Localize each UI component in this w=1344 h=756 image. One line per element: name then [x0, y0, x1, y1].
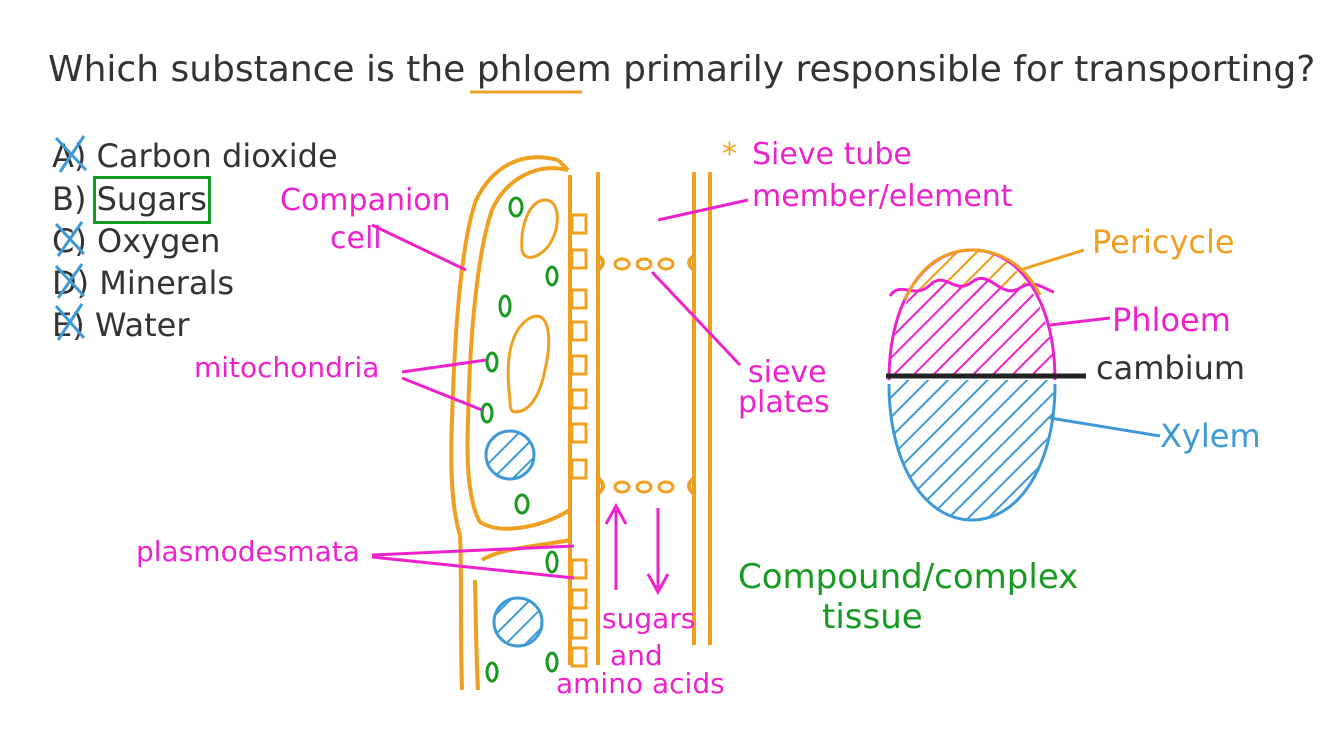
mitochondria-group [480, 196, 559, 683]
label-pericycle: Pericycle [1092, 223, 1235, 261]
nucleus-bottom [492, 596, 544, 648]
label-xylem: Xylem [1160, 417, 1261, 455]
leader-lines [371, 198, 749, 580]
option-a-text: Carbon dioxide [96, 137, 338, 175]
option-c[interactable]: C) Oxygen [52, 225, 220, 257]
correct-answer-box [93, 176, 211, 224]
option-a[interactable]: A) Carbon dioxide [52, 140, 338, 172]
label-mitochondria: mitochondria [194, 351, 380, 384]
question-before: Which substance is the [48, 49, 477, 90]
sieve-tube-walls [568, 172, 712, 665]
xylem-region [889, 380, 1055, 520]
option-b-letter: B) [52, 180, 87, 218]
sieve-pores [613, 257, 675, 494]
label-sieve: sieve [748, 355, 827, 390]
option-b[interactable]: B) Sugars [52, 183, 207, 215]
pit-squares [570, 213, 588, 668]
xylem-outline [887, 383, 1057, 522]
question-text: Which substance is the phloem primarily … [48, 52, 1315, 88]
option-c-text: Oxygen [97, 222, 221, 260]
cross-section [889, 250, 1055, 520]
label-sieve-tube: Sieve tube [752, 137, 912, 172]
option-d[interactable]: D) Minerals [52, 267, 234, 299]
label-tissue: tissue [822, 597, 923, 637]
label-compound: Compound/complex [738, 557, 1079, 597]
option-e[interactable]: E) Water [52, 309, 189, 341]
nucleus-top [484, 429, 536, 481]
question-after: primarily responsible for transporting? [611, 49, 1316, 90]
label-member-element: member/element [752, 179, 1013, 214]
label-plasmodesmata: plasmodesmata [136, 535, 360, 568]
phloem-leader [1049, 316, 1111, 327]
label-phloem: Phloem [1112, 301, 1231, 339]
cross-e-icon [54, 303, 86, 341]
cross-a-icon [54, 135, 88, 173]
label-sugars: sugars [602, 602, 696, 635]
crossouts [54, 135, 88, 341]
phloem-region [889, 278, 1055, 375]
option-d-text: Minerals [99, 264, 235, 302]
label-companion: Companion [280, 183, 451, 218]
option-e-text: Water [94, 306, 190, 344]
pericycle-leader [1019, 248, 1085, 272]
cross-d-icon [54, 263, 86, 299]
pericycle-outline [903, 248, 1042, 301]
flow-arrows [604, 502, 670, 596]
nuclei [484, 429, 544, 648]
label-cambium: cambium [1096, 349, 1246, 387]
companion-cell [449, 155, 572, 691]
question-keyword: phloem [476, 49, 612, 90]
label-amino-acids: amino acids [556, 667, 725, 700]
label-plates: plates [738, 385, 830, 420]
star-icon: * [722, 137, 737, 172]
xylem-leader [1049, 416, 1161, 438]
cross-c-icon [54, 221, 86, 257]
label-cell: cell [330, 221, 382, 256]
vacuoles [506, 198, 559, 414]
label-and: and [610, 639, 663, 672]
option-b-text: Sugars [96, 180, 207, 218]
